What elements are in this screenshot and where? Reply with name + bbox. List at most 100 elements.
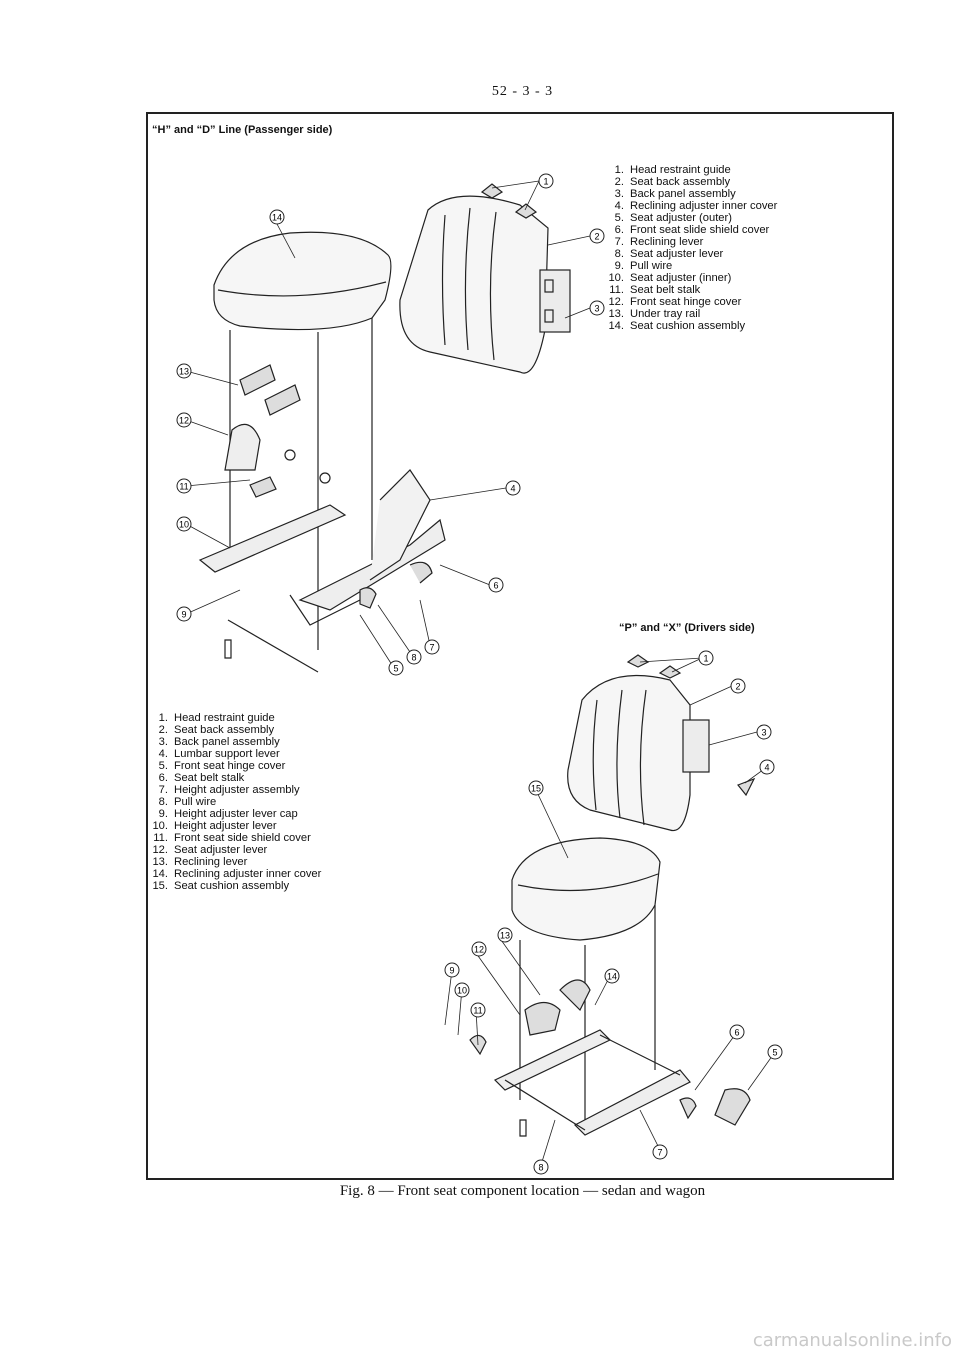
figure-caption: Fig. 8 — Front seat component location —… bbox=[339, 1183, 706, 1199]
legend-label: Seat belt stalk bbox=[174, 772, 245, 784]
legend-number: 10. bbox=[608, 272, 624, 284]
callout-9: 9 bbox=[444, 962, 460, 978]
legend-label: Seat adjuster (outer) bbox=[630, 212, 732, 224]
legend-item: 8. Pull wire bbox=[146, 796, 321, 808]
legend-number: 1. bbox=[614, 164, 624, 176]
legend-label: Under tray rail bbox=[630, 308, 701, 320]
callout-number: 9 bbox=[181, 610, 186, 620]
callout-14: 14 bbox=[269, 209, 285, 225]
legend-label: Seat cushion assembly bbox=[630, 320, 746, 332]
callout-number: 8 bbox=[538, 1163, 543, 1173]
legend-label: Lumbar support lever bbox=[174, 748, 280, 760]
site-watermark: carmanualsonline.info bbox=[752, 1330, 952, 1351]
legend-number: 3. bbox=[614, 188, 624, 200]
legend-number: 12. bbox=[152, 844, 168, 856]
legend-label: Seat cushion assembly bbox=[174, 880, 290, 892]
callout-number: 13 bbox=[500, 931, 510, 941]
callout-1: 1 bbox=[538, 173, 554, 189]
legend-item: 14.Reclining adjuster inner cover bbox=[146, 868, 321, 880]
legend-item: 7. Height adjuster assembly bbox=[146, 784, 321, 796]
callout-number: 14 bbox=[272, 213, 282, 223]
callout-10: 10 bbox=[176, 516, 192, 532]
legend-number: 5. bbox=[614, 212, 624, 224]
legend-number: 9. bbox=[614, 260, 624, 272]
callout-4: 4 bbox=[759, 759, 775, 775]
callout-7: 7 bbox=[424, 639, 440, 655]
legend-label: Seat adjuster (inner) bbox=[630, 272, 732, 284]
callout-number: 3 bbox=[761, 728, 766, 738]
callout-5: 5 bbox=[767, 1044, 783, 1060]
callout-7: 7 bbox=[652, 1144, 668, 1160]
callout-1: 1 bbox=[698, 650, 714, 666]
legend-number: 8. bbox=[158, 796, 168, 808]
driver-seat-back-drawing bbox=[567, 654, 756, 832]
page-number: 52 - 3 - 3 bbox=[491, 84, 554, 99]
driver-seat-cushion-drawing bbox=[511, 837, 661, 1120]
legend-label: Seat belt stalk bbox=[630, 284, 701, 296]
legend-item: 6.Seat belt stalk bbox=[146, 772, 321, 784]
callout-3: 3 bbox=[756, 724, 772, 740]
legend-item: 11. Seat belt stalk bbox=[602, 284, 777, 296]
legend-label: Height adjuster lever bbox=[174, 820, 277, 832]
legend-item: 9.Height adjuster lever cap bbox=[146, 808, 321, 820]
callout-number: 11 bbox=[179, 482, 188, 492]
legend-number: 7. bbox=[614, 236, 624, 248]
legend-item: 15.Seat cushion assembly bbox=[146, 880, 321, 892]
callout-number: 4 bbox=[764, 763, 769, 773]
legend-label: Head restraint guide bbox=[174, 712, 275, 724]
figure-frame bbox=[146, 112, 894, 1180]
legend-item: 14. Seat cushion assembly bbox=[602, 320, 777, 332]
driver-seat-frame-drawing bbox=[469, 979, 751, 1137]
legend-label: Back panel assembly bbox=[174, 736, 280, 748]
legend-label: Head restraint guide bbox=[630, 164, 731, 176]
legend-label: Front seat side shield cover bbox=[174, 832, 311, 844]
callout-number: 7 bbox=[657, 1148, 662, 1158]
legend-item: 3. Back panel assembly bbox=[602, 188, 777, 200]
legend-item: 10.Height adjuster lever bbox=[146, 820, 321, 832]
legend-item: 12. Seat adjuster lever bbox=[146, 844, 321, 856]
callout-14: 14 bbox=[604, 968, 620, 984]
callout-5: 5 bbox=[388, 660, 404, 676]
callout-10: 10 bbox=[454, 982, 470, 998]
legend-label: Pull wire bbox=[174, 796, 217, 808]
legend-number: 11. bbox=[609, 284, 624, 296]
callout-number: 4 bbox=[510, 484, 515, 494]
legend-label: Height adjuster assembly bbox=[174, 784, 300, 796]
legend-item: 4.Lumbar support lever bbox=[146, 748, 321, 760]
legend-label: Back panel assembly bbox=[630, 188, 736, 200]
legend-label: Reclining lever bbox=[174, 856, 248, 868]
callout-number: 10 bbox=[457, 986, 467, 996]
legend-number: 12. bbox=[608, 296, 624, 308]
legend-label: Seat adjuster lever bbox=[174, 844, 268, 856]
passenger-seat-cushion-drawing bbox=[213, 231, 392, 650]
driver-section-title: “P” and “X” (Drivers side) bbox=[619, 622, 755, 634]
legend-label: Reclining adjuster inner cover bbox=[174, 868, 322, 880]
legend-number: 6. bbox=[614, 224, 624, 236]
passenger-leader-lines bbox=[185, 180, 591, 669]
legend-item: 5. Seat adjuster (outer) bbox=[602, 212, 777, 224]
legend-item: 1. Head restraint guide bbox=[602, 164, 777, 176]
passenger-seat-frame-drawing bbox=[198, 364, 446, 673]
legend-label: Pull wire bbox=[630, 260, 673, 272]
legend-number: 7. bbox=[158, 784, 168, 796]
legend-number: 14. bbox=[608, 320, 624, 332]
legend-item: 13.Under tray rail bbox=[602, 308, 777, 320]
legend-number: 4. bbox=[614, 200, 624, 212]
legend-item: 4. Reclining adjuster inner cover bbox=[602, 200, 778, 212]
callout-number: 2 bbox=[594, 232, 599, 242]
callout-2: 2 bbox=[589, 228, 605, 244]
passenger-seat-back-drawing bbox=[399, 183, 571, 374]
callout-6: 6 bbox=[729, 1024, 745, 1040]
legend-item: 9. Pull wire bbox=[602, 260, 777, 272]
legend-label: Reclining adjuster inner cover bbox=[630, 200, 778, 212]
callout-12: 12 bbox=[176, 412, 192, 428]
legend-item: 1.Head restraint guide bbox=[146, 712, 321, 724]
callout-8: 8 bbox=[406, 649, 422, 665]
callout-number: 1 bbox=[703, 654, 708, 664]
legend-label: Seat back assembly bbox=[174, 724, 275, 736]
callout-13: 13 bbox=[176, 363, 192, 379]
legend-item: 2.Seat back assembly bbox=[602, 176, 777, 188]
